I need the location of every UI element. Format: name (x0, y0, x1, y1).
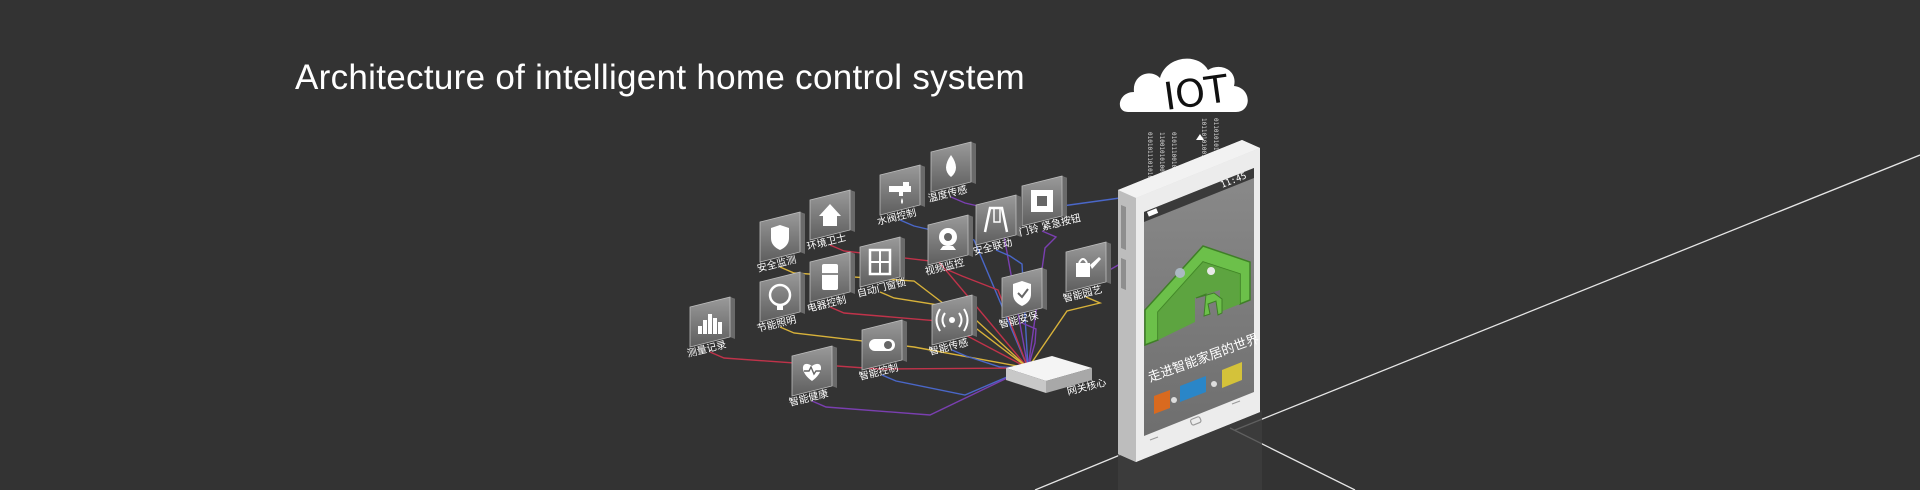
app-laptop-icon (1222, 362, 1242, 388)
module-tile: 视频监控 (924, 214, 973, 278)
app-phone-icon (1154, 390, 1170, 414)
signal-icon (935, 308, 969, 332)
switch-icon (869, 339, 895, 351)
module-tile: 门铃 紧急按钮 (1018, 175, 1082, 239)
module-tile: 智能控制 (858, 319, 907, 383)
battery-icon (1147, 208, 1159, 217)
house-icon (819, 204, 841, 226)
app-icons (1154, 362, 1242, 414)
heart-icon (802, 363, 822, 381)
module-tile: 测量记录 (686, 296, 735, 360)
phone-reflection (1118, 410, 1262, 490)
window-icon (868, 248, 892, 276)
green-house-logo (1144, 245, 1251, 347)
watering-can-icon (1076, 257, 1101, 277)
svg-text:0101110010101101: 0101110010101101 (1170, 132, 1177, 190)
module-tile: 温度传感 (927, 141, 976, 205)
shield-icon (771, 225, 789, 250)
module-tile: 智能健康 (788, 345, 837, 409)
fridge-icon (822, 264, 838, 290)
bulb-icon (768, 283, 792, 310)
data-stream: 0101011101010011 1100101010011001 010111… (1146, 118, 1219, 190)
module-tile: 电器控制 (806, 251, 855, 315)
phone-nav (1149, 400, 1241, 441)
guard-shield-icon (1013, 281, 1031, 306)
svg-text:1011010100101101: 1011010100101101 (1200, 118, 1207, 176)
button-icon (1031, 190, 1053, 212)
status-bar (1144, 168, 1254, 222)
svg-text:0101011101010011: 0101011101010011 (1146, 132, 1153, 190)
bar-chart-icon (698, 314, 722, 334)
module-tile: 安全监测 (756, 211, 805, 275)
smartphone: 11:45 走进智能家居的世界 (1118, 140, 1261, 462)
app-tablet-icon (1180, 376, 1206, 402)
faucet-icon (889, 182, 911, 204)
page-title: Architecture of intelligent home control… (295, 58, 1025, 97)
camera-icon (939, 228, 957, 250)
module-tile: 节能照明 (756, 271, 805, 335)
cloud-label: IOT (1161, 66, 1232, 119)
wire-phone-门铃紧急按钮 (1061, 197, 1121, 207)
module-tile: 智能园艺 (1062, 241, 1111, 305)
gateway-box: 网关核心 (1006, 356, 1108, 398)
iot-cloud: IOT (1119, 58, 1248, 119)
module-tile: 智能安保 (998, 267, 1047, 331)
svg-text:1100101010011001: 1100101010011001 (1158, 132, 1165, 190)
module-tile: 环境卫士 (806, 189, 855, 253)
svg-text:0110101011010010: 0110101011010010 (1212, 118, 1219, 176)
module-tile: 安全联动 (972, 194, 1021, 258)
module-tile: 自动门窗锁 (856, 236, 907, 300)
module-tile: 智能传感 (928, 294, 977, 358)
swing-icon (983, 206, 1009, 233)
module-tile: 水阀控制 (876, 164, 925, 228)
drop-icon (946, 155, 956, 177)
